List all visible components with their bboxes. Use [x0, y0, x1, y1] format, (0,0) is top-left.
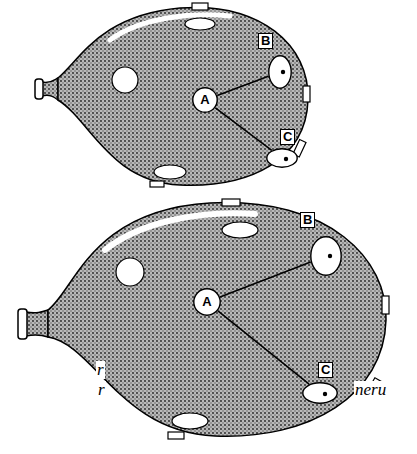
connector-line: [218, 311, 309, 384]
callout-letter: C: [280, 129, 295, 145]
marker-dot: [284, 157, 288, 161]
shape-outline: [266, 148, 298, 168]
shape-outline: [310, 236, 342, 276]
label-circle: A: [193, 288, 221, 316]
callout-letter: C: [318, 362, 333, 378]
label-circle: A: [192, 87, 218, 113]
connector-line: [215, 108, 271, 150]
callout-letter: A: [200, 93, 209, 107]
callout-letter: B: [258, 33, 273, 49]
connector-line: [217, 76, 268, 95]
label-ellipse: B: [310, 236, 342, 276]
shape-outline: [302, 382, 338, 404]
label-ellipse: C: [266, 148, 298, 168]
label-ellipse: B: [268, 55, 292, 89]
marker-dot: [328, 254, 332, 258]
shape-outline: [268, 55, 292, 89]
text-fragment: neru: [354, 381, 387, 399]
large-balloon: [18, 199, 389, 439]
small-balloon: [35, 3, 310, 187]
text-fragment: r: [97, 381, 106, 399]
label-ellipse: C: [302, 382, 338, 404]
callout-letter: A: [202, 295, 211, 309]
text-fragment: r: [96, 361, 105, 379]
marker-dot: [281, 70, 285, 74]
connector-line: [220, 262, 311, 297]
callout-letter: B: [300, 212, 315, 228]
marker-dot: [323, 392, 327, 396]
